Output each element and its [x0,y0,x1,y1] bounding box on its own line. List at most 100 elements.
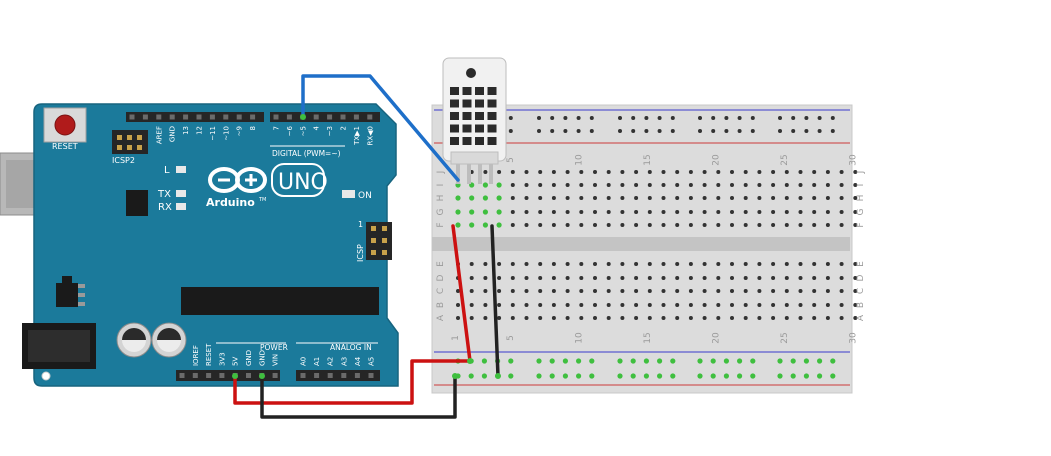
breadboard-hole [757,316,762,320]
breadboard-hole [482,222,488,228]
breadboard-hole [661,316,666,320]
breadboard-hole [784,210,789,214]
breadboard-hole [606,289,611,293]
breadboard-hole [716,210,721,214]
power-rail-hole-active [657,373,663,379]
power-rail-hole [804,129,809,133]
breadboard-hole [579,183,584,187]
breadboard-hole [661,170,666,174]
power-rail-hole [698,129,702,133]
breadboard-hole [538,196,543,200]
breadboard-hole [496,182,502,188]
power-rail-hole [644,129,649,133]
power-pin-label: GND [258,350,266,366]
breadboard-hole [551,316,556,320]
power-pin-label: 5V [232,357,240,366]
breadboard-hole [798,303,803,307]
row-letter: E [856,261,866,267]
digital-label: DIGITAL (PWM=~) [272,149,341,158]
breadboard-hole [675,262,680,266]
breadboard-hole [688,223,693,227]
breadboard-hole [647,289,652,293]
sensor-ground-wire[interactable] [490,224,500,378]
breadboard-hole [743,210,748,214]
breadboard-hole [716,183,721,187]
breadboard-hole [839,196,844,200]
header-hole [300,373,306,378]
breadboard-hole [647,316,652,320]
power-rail-hole [804,116,809,120]
breadboard-hole [510,289,515,293]
column-number: 5 [506,335,516,341]
ground-wire[interactable] [260,374,457,419]
header-hole [236,114,242,120]
breadboard-hole [579,262,584,266]
grille-slot [450,99,459,108]
breadboard-holes [455,116,858,379]
grille-slot [450,112,459,120]
power-rail-hole-active [508,373,514,379]
power-rail-hole [724,116,729,120]
breadboard-hole [483,303,488,307]
grille-slot [462,99,472,108]
signal-wire[interactable] [301,74,460,182]
power-rail-hole-active [643,373,650,379]
power-rail-hole-active [643,358,650,364]
breadboard-hole [853,303,858,307]
breadboard-hole [565,170,570,174]
power-rail-hole-active [481,358,487,364]
breadboard-hole [606,223,611,227]
breadboard-hole [730,183,734,187]
row-letter: D [856,274,866,281]
breadboard-hole [784,303,789,307]
power-rail-hole-active [830,358,836,364]
reset-button[interactable] [54,114,76,136]
usb-interface-chip [126,190,148,216]
grille-slot [475,112,484,120]
regulator-lead [78,284,85,288]
power-rail-hole [644,116,649,120]
breadboard-hole [510,303,515,307]
breadboard-hole [510,276,515,280]
breadboard-hole [825,210,830,214]
breadboard-hole [538,223,543,227]
breadboard-hole [743,316,748,320]
sensor-pin-1 [456,164,460,184]
breadboard-hole [469,316,474,320]
led-rx-label: RX [158,202,172,213]
power-wire-5v[interactable] [233,224,472,405]
power-pin-label: VIN [272,354,280,366]
breadboard-hole [771,303,776,307]
power-rail-hole-active [817,373,823,379]
reset-label: RESET [52,142,78,151]
power-rail-hole-active [750,358,756,364]
wire-end-rail-gnd-2 [495,373,501,379]
breadboard-hole [565,262,570,266]
capacitor-right-mark [157,328,181,340]
breadboard-hole [716,316,721,320]
breadboard-hole [497,170,502,174]
column-number: 25 [780,154,790,165]
breadboard-hole [565,223,570,227]
breadboard-hole [771,262,776,266]
power-rail-hole [750,116,755,120]
breadboard-hole [647,303,652,307]
header-hole [314,373,320,378]
breadboard-hole [771,183,776,187]
grille-slot [450,137,459,145]
breadboard-hole [593,303,597,307]
power-rail-hole-active [697,373,703,379]
header-hole [129,114,135,120]
power-rail-hole [791,116,796,120]
power-rail-hole-active [710,373,716,379]
breadboard-hole [606,170,611,174]
grille-slot [462,124,472,133]
breadboard-hole [771,316,776,320]
power-rail-hole-active [777,373,783,379]
led-on [342,190,355,198]
digital-pin-label: ~3 [326,126,334,136]
breadboard-hole [455,195,461,201]
breadboard-hole [784,316,789,320]
breadboard-hole [647,196,652,200]
power-rail-hole-active [536,358,542,364]
